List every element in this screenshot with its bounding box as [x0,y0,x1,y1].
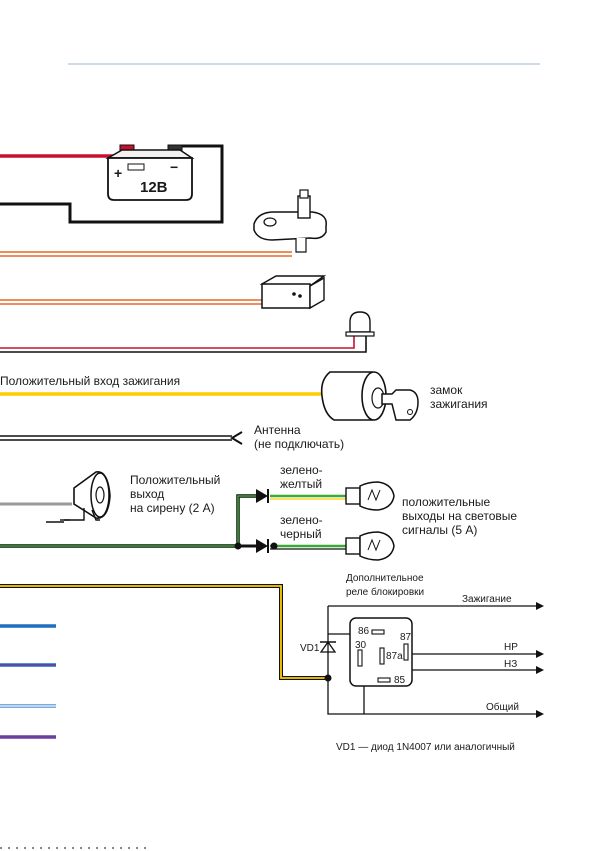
led-wire [0,334,366,352]
antenna-label-1: Антенна [254,423,301,437]
bulb-bottom [346,532,394,560]
pin-87: 87 [400,632,412,643]
relay-common-label: Общий [486,701,519,713]
siren-label-3: на сирену (2 A) [130,501,215,515]
ignition-lock-label-2: зажигания [430,397,488,411]
relay-arrows [536,602,544,718]
ignition-lock [322,372,418,420]
relay-ignition-label: Зажигание [462,594,512,605]
battery-minus: − [170,159,178,175]
siren-label-2: выход [130,487,164,501]
light-outputs-label-1: положительные [402,495,490,509]
battery-plus: + [114,165,122,181]
ignition-input-label: Положительный вход зажигания [0,374,180,388]
relay-title-2: реле блокировки [346,586,424,598]
door-switch [254,190,326,252]
green-black-label-2: черный [280,527,322,541]
diode-black [256,539,268,553]
siren [46,472,110,522]
pin-86: 86 [358,626,370,637]
green-yellow-label-2: желтый [280,477,322,491]
diode-yellow [256,489,268,503]
door-switch-wire [0,252,292,256]
hood-switch [262,276,324,308]
pin-30: 30 [355,640,367,651]
bulb-top [346,482,394,510]
junction-dot [325,675,332,682]
green-yellow-label-1: зелено- [280,463,323,477]
light-outputs-label-2: выходы на световые [402,509,517,523]
battery-voltage: 12B [140,179,168,196]
ignition-lock-label-1: замок [430,383,463,397]
battery: + − 12B [108,145,192,200]
antenna-label-2: (не подключать) [254,437,344,451]
pin-87a: 87a [386,651,403,662]
relay-nc-label: НЗ [504,659,517,670]
light-outputs-label-3: сигналы (5 A) [402,523,477,537]
diode-note: VD1 — диод 1N4007 или аналогичный [336,742,515,753]
green-black-label-1: зелено- [280,513,323,527]
antenna-wire [0,432,242,444]
pin-85: 85 [394,675,406,686]
siren-label-1: Положительный [130,473,220,487]
relay-no-label: НР [504,642,518,653]
relay-title-1: Дополнительное [346,573,424,584]
vd1-label: VD1 [300,643,320,654]
hood-switch-wire [0,300,262,304]
led [346,312,374,336]
